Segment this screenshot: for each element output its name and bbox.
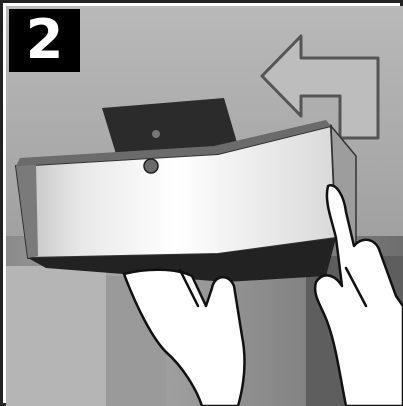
step-number: 2 [26, 8, 64, 71]
wall-light-panel [6, 266, 106, 406]
photo-svg: 2 [6, 6, 403, 406]
instruction-photo: 2 [6, 6, 403, 406]
